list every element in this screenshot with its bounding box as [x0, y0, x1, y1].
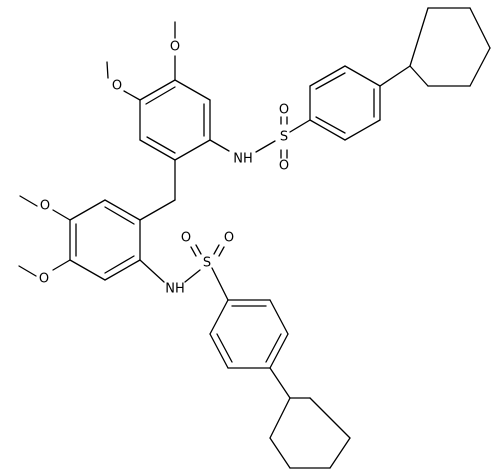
upper-dimethoxyphenyl-ring: [139, 79, 211, 161]
lower-methoxy-bonds: [18, 195, 71, 277]
upper-phenyl-ring: [309, 65, 381, 141]
atom-label-o-lower-ome4: O: [40, 199, 50, 214]
atom-label-o-lower-s-left: O: [181, 231, 191, 246]
atom-label-s-lower: S: [203, 256, 211, 271]
atom-labels: O O NH S O O O O NH S O O: [39, 40, 289, 297]
lower-sulfonamide-bonds: [139, 244, 229, 301]
atom-label-o-upper-s-bottom: O: [279, 159, 289, 174]
upper-cyclohexyl-ring: [379, 7, 491, 87]
atom-label-o-lower-s-right: O: [224, 231, 234, 246]
atom-label-o-lower-ome5: O: [39, 272, 49, 287]
atom-label-o-upper-ome4: O: [170, 40, 180, 55]
atom-label-n-lower: NH: [165, 282, 185, 297]
atom-label-s-upper: S: [280, 130, 288, 145]
methylene-bridge: [139, 159, 176, 221]
atom-label-o-upper-s-top: O: [279, 103, 289, 118]
upper-methoxy-bonds: [106, 21, 176, 101]
lower-phenyl-ring: [209, 299, 289, 369]
lower-cyclohexyl-ring: [269, 367, 351, 469]
atom-label-o-upper-ome5: O: [112, 79, 122, 94]
upper-sulfonamide-bonds: [209, 116, 311, 159]
lower-dimethoxyphenyl-ring: [69, 199, 141, 281]
atom-label-n-upper: NH: [233, 152, 253, 167]
